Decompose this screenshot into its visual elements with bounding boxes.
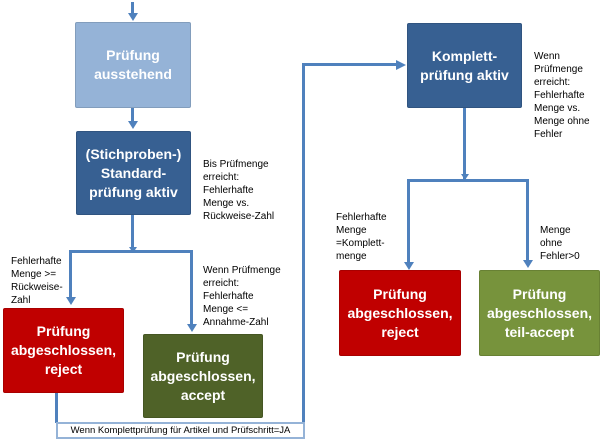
- connector-split-to-reject: [69, 250, 72, 298]
- connector-split-to-accept: [190, 250, 193, 324]
- connector-standard-down: [131, 215, 134, 252]
- arrow-down-komplett-junction-icon: [461, 174, 469, 180]
- connector-komplett-split: [407, 179, 528, 182]
- node-komplettpruefung-aktiv: Komplett- prüfung aktiv: [407, 23, 522, 108]
- arrow-right-into-komplett-icon: [396, 60, 406, 70]
- connector-reject-down: [55, 393, 58, 423]
- node-abgeschlossen-teil-accept: Prüfung abgeschlossen, teil-accept: [479, 270, 600, 356]
- node-abgeschlossen-reject-komplett: Prüfung abgeschlossen, reject: [339, 270, 461, 356]
- arrow-down-into-reject-icon: [66, 297, 76, 305]
- annotation-wenn-annahme-zahl: Wenn Prüfmenge erreicht: Fehlerhafte Men…: [203, 265, 281, 328]
- arrow-down-into-standard-icon: [128, 121, 138, 129]
- arrow-down-split-junction-icon: [129, 247, 137, 253]
- arrow-down-into-reject-right-icon: [404, 262, 414, 270]
- connector-entry-line: [131, 2, 134, 15]
- annotation-fehlerhafte-komplettmenge: Fehlerhafte Menge =Komplett- menge: [336, 212, 387, 262]
- connector-pending-to-standard: [131, 108, 134, 122]
- node-abgeschlossen-reject: Prüfung abgeschlossen, reject: [3, 308, 124, 393]
- connector-split-to-teilaccept: [526, 179, 529, 261]
- node-abgeschlossen-accept: Prüfung abgeschlossen, accept: [143, 334, 263, 418]
- annotation-fehlerhafte-rueckweise: Fehlerhafte Menge >= Rückweise- Zahl: [11, 256, 63, 306]
- arrow-down-into-teilaccept-icon: [523, 260, 533, 268]
- node-standardpruefung-aktiv: (Stichproben-) Standard- prüfung aktiv: [76, 131, 191, 215]
- connector-split-to-reject-right: [407, 179, 410, 263]
- connector-loop-vertical: [302, 63, 305, 423]
- condition-label-komplettpruefung: Wenn Komplettprüfung für Artikel und Prü…: [56, 422, 305, 439]
- arrow-down-into-accept-icon: [187, 324, 197, 332]
- connector-komplett-down: [463, 108, 466, 180]
- annotation-wenn-menge-ohne-fehler: Wenn Prüfmenge erreicht: Fehlerhafte Men…: [534, 51, 590, 140]
- connector-loop-to-komplett: [302, 63, 396, 66]
- arrow-down-into-pending-icon: [128, 13, 138, 21]
- annotation-menge-ohne-fehler: Menge ohne Fehler>0: [540, 225, 580, 262]
- node-pruefung-ausstehend: Prüfung ausstehend: [75, 22, 191, 108]
- annotation-bis-pruefmenge: Bis Prüfmenge erreicht: Fehlerhafte Meng…: [203, 159, 275, 222]
